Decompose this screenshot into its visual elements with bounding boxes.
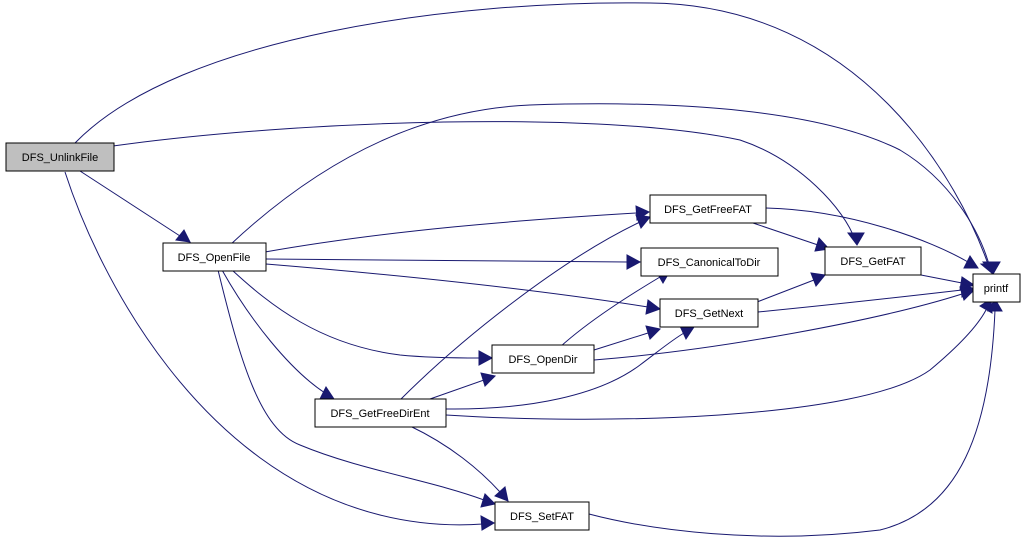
node-dfs-canonicaltodir[interactable]: DFS_CanonicalToDir [640, 247, 779, 277]
node-dfs-getfreedirent[interactable]: DFS_GetFreeDirEnt [314, 398, 447, 428]
node-dfs-getfreefat[interactable]: DFS_GetFreeFAT [649, 194, 767, 224]
edge-getfreedirent-getfreefat [399, 214, 651, 401]
edge-openfile-getnext [265, 263, 662, 315]
node-dfs-opendir[interactable]: DFS_OpenDir [491, 344, 595, 374]
edge-getfreefat-printf [765, 207, 979, 269]
edge-opendir-getnext [593, 325, 662, 351]
edge-openfile-printf [229, 103, 1001, 275]
node-label: DFS_OpenFile [178, 252, 251, 264]
edges [64, 2, 1003, 537]
edge-openfile-setfat [217, 269, 497, 508]
edge-unlinkfile-setfat [64, 171, 496, 531]
node-printf[interactable]: printf [972, 273, 1021, 303]
edge-opendir-printf [593, 286, 976, 361]
node-label: DFS_CanonicalToDir [658, 257, 761, 269]
node-label: DFS_UnlinkFile [22, 152, 98, 164]
node-label: DFS_SetFAT [510, 511, 574, 523]
edge-getnext-printf [757, 282, 976, 313]
edge-getfreedirent-opendir [429, 372, 497, 400]
node-dfs-getfat[interactable]: DFS_GetFAT [824, 246, 922, 276]
edge-openfile-canonical [265, 254, 642, 270]
node-label: DFS_GetFreeDirEnt [330, 408, 429, 420]
node-label: DFS_GetFAT [840, 256, 905, 268]
edge-getfreedirent-setfat [409, 425, 509, 502]
node-label: DFS_OpenDir [508, 354, 577, 366]
edge-openfile-getfreedirent [221, 269, 335, 400]
node-dfs-setfat[interactable]: DFS_SetFAT [494, 501, 590, 531]
nodes: DFS_UnlinkFile DFS_OpenFile DFS_GetFreeF… [5, 142, 1021, 531]
edge-unlinkfile-getfat [112, 121, 865, 246]
node-dfs-openfile[interactable]: DFS_OpenFile [162, 242, 267, 272]
node-label: DFS_GetNext [675, 308, 743, 320]
edge-openfile-getfreefat [264, 205, 651, 253]
edge-setfat-printf [588, 298, 1003, 537]
node-dfs-unlinkfile[interactable]: DFS_UnlinkFile [5, 142, 115, 172]
edge-openfile-opendir [231, 269, 494, 366]
edge-getnext-getfat [756, 272, 826, 303]
edge-unlinkfile-openfile [79, 170, 191, 243]
edge-getfreefat-getfat [749, 221, 831, 252]
node-label: printf [984, 283, 1009, 295]
node-dfs-getnext[interactable]: DFS_GetNext [659, 298, 759, 328]
node-label: DFS_GetFreeFAT [664, 204, 752, 216]
